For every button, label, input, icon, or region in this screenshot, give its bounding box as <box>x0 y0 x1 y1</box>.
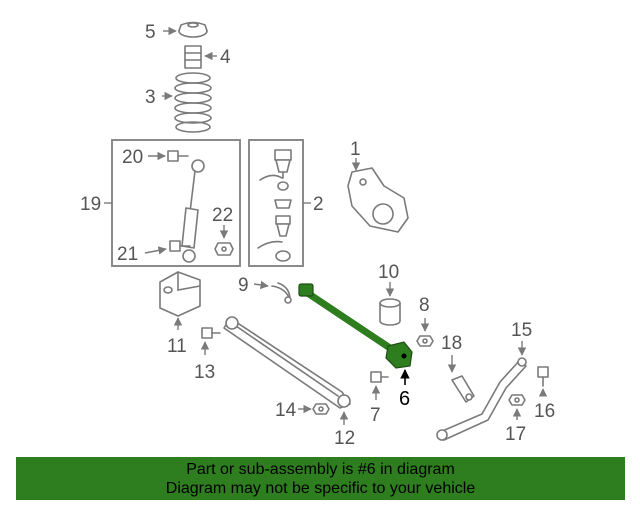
callout-7: 7 <box>370 405 381 426</box>
callout-18: 18 <box>441 333 462 354</box>
callout-14: 14 <box>275 400 297 421</box>
callout-5: 5 <box>145 22 156 43</box>
callout-8: 8 <box>419 295 430 316</box>
callout-10: 10 <box>378 262 399 283</box>
part-20-bolt[interactable] <box>167 150 189 162</box>
callout-9: 9 <box>238 275 249 296</box>
info-banner: Part or sub-assembly is #6 in diagram Di… <box>16 457 625 500</box>
callout-3: 3 <box>145 87 156 108</box>
callout-11: 11 <box>167 336 187 357</box>
part-17-nut[interactable] <box>508 394 526 406</box>
part-11-bracket[interactable] <box>159 271 201 317</box>
part-4-bumper[interactable] <box>184 45 202 69</box>
banner-line-1: Part or sub-assembly is #6 in diagram <box>186 460 455 478</box>
callout-6: 6 <box>399 388 410 410</box>
callout-22: 22 <box>212 205 233 226</box>
part-9-bracket[interactable] <box>271 282 292 304</box>
part-22-nut[interactable] <box>214 242 234 256</box>
part-7-bolt[interactable] <box>370 371 389 383</box>
part-14-nut[interactable] <box>312 403 330 415</box>
callout-13: 13 <box>194 362 215 383</box>
part-1-knuckle[interactable] <box>347 167 409 233</box>
callout-12: 12 <box>334 428 355 449</box>
part-5-isolator[interactable] <box>178 21 208 38</box>
part-16-bolt[interactable] <box>537 366 549 387</box>
part-19-shock-absorber[interactable] <box>181 159 205 263</box>
part-12-control-arm[interactable] <box>223 316 351 409</box>
callout-16: 16 <box>534 401 555 422</box>
part-2-ball-joints[interactable] <box>257 149 292 262</box>
callout-15: 15 <box>511 320 532 341</box>
callout-4: 4 <box>220 47 231 68</box>
part-15-track-bar[interactable] <box>436 357 527 441</box>
part-13-bolt[interactable] <box>201 327 221 339</box>
callout-2: 2 <box>313 194 324 215</box>
part-6-upper-control-arm[interactable] <box>298 283 413 369</box>
callout-17: 17 <box>505 424 526 445</box>
part-18-link[interactable] <box>451 375 475 403</box>
part-10-bushing[interactable] <box>379 298 401 326</box>
part-8-nut[interactable] <box>416 335 434 347</box>
callout-20: 20 <box>122 147 143 168</box>
part-3-coil-spring[interactable] <box>174 72 212 133</box>
banner-line-2: Diagram may not be specific to your vehi… <box>165 479 476 497</box>
callout-1: 1 <box>350 139 361 160</box>
callout-19: 19 <box>80 194 101 215</box>
callout-21: 21 <box>117 244 138 265</box>
parts-diagram: 5 4 3 19 20 21 <box>80 21 555 449</box>
part-21-bolt[interactable] <box>169 240 191 252</box>
